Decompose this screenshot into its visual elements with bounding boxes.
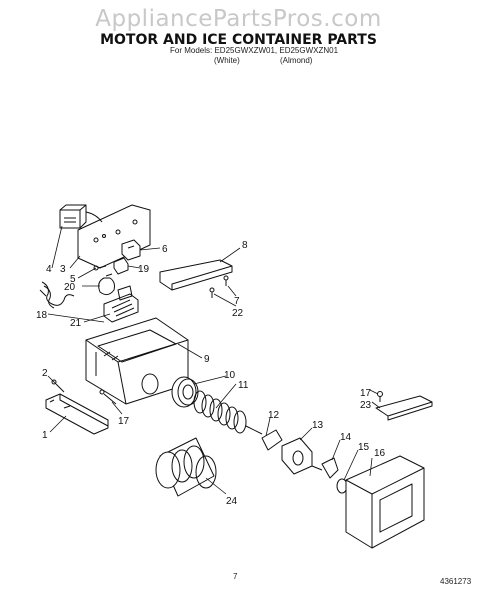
- callout-22: 22: [232, 308, 244, 319]
- switch: [113, 257, 129, 275]
- bracket: [281, 437, 323, 475]
- callout-18: 18: [36, 310, 48, 321]
- mounting-rail: [45, 393, 109, 435]
- auger-spring: [193, 390, 263, 435]
- callout-7: 7: [234, 296, 240, 307]
- callout-6: 6: [162, 244, 168, 255]
- callout-2: 2: [42, 368, 48, 379]
- callout-1: 1: [42, 430, 48, 441]
- callout-labels: 1 2 3 4 5 6 7 8 9 10 11 12 13 14 15 16 1…: [36, 240, 386, 507]
- callout-8: 8: [242, 240, 248, 251]
- ice-auger: [155, 437, 217, 497]
- callout-19: 19: [138, 264, 150, 275]
- page-number: 7: [233, 572, 238, 581]
- model-numbers: For Models: ED25GWXZW01, ED25GWXZN01: [170, 46, 339, 55]
- document-number: 4361273: [440, 577, 472, 586]
- callout-5: 5: [70, 274, 76, 285]
- cover-screws: [209, 275, 229, 298]
- callout-23: 23: [360, 400, 372, 411]
- motor-flange: [171, 376, 199, 408]
- screw: [93, 265, 107, 271]
- shelf-strip: [375, 395, 433, 421]
- callout-16: 16: [374, 448, 386, 459]
- ice-bucket: [345, 455, 425, 549]
- connector-block: [121, 239, 141, 261]
- screw-right: [377, 391, 383, 402]
- callout-15: 15: [358, 442, 370, 453]
- clip: [321, 457, 339, 479]
- callout-9: 9: [204, 354, 210, 365]
- callout-20: 20: [64, 282, 76, 293]
- wire-harness: [39, 281, 75, 309]
- diagram-title: MOTOR AND ICE CONTAINER PARTS: [100, 32, 377, 48]
- callout-10: 10: [224, 370, 236, 381]
- ice-container-housing: [85, 317, 189, 405]
- light-bulb: [98, 273, 115, 296]
- callout-14: 14: [340, 432, 352, 443]
- callout-17-right: 17: [360, 388, 372, 399]
- mounting-plate: [77, 204, 151, 269]
- gasket: [261, 429, 283, 451]
- callout-3: 3: [60, 264, 66, 275]
- callout-13: 13: [312, 420, 324, 431]
- leader-lines: [47, 225, 381, 495]
- callout-17-left: 17: [118, 416, 130, 427]
- callout-11: 11: [238, 380, 249, 391]
- motor-cover: [159, 259, 233, 291]
- callout-21: 21: [70, 318, 82, 329]
- callout-24: 24: [226, 496, 238, 507]
- callout-12: 12: [268, 410, 280, 421]
- screw-left: [99, 389, 117, 405]
- watermark: AppliancePartsPros.com: [95, 6, 382, 32]
- color-white-label: (White): [214, 56, 240, 65]
- motor: [59, 204, 103, 229]
- callout-4: 4: [46, 264, 52, 275]
- color-almond-label: (Almond): [280, 56, 313, 65]
- rail-screw: [51, 379, 65, 393]
